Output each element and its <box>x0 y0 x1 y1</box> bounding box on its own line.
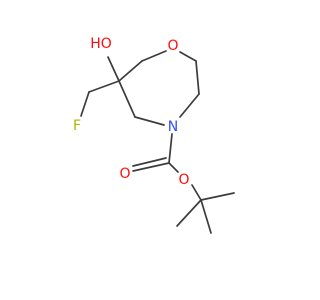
bond-ch2-f <box>80 91 90 117</box>
bond-c5-c6 <box>118 80 136 118</box>
bonds <box>80 50 235 234</box>
bond-c6-c7 <box>118 60 143 82</box>
bond-c2-c3 <box>195 60 200 95</box>
bond-o3-ct <box>191 184 202 201</box>
molecule-structure: HO F O N O O <box>73 36 235 234</box>
bond-ct-me3 <box>200 199 212 234</box>
atom-carbonyl-oxygen-label: O <box>119 166 130 182</box>
atom-fluorine-label: F <box>73 118 81 134</box>
bond-c3-n <box>179 93 200 118</box>
atom-hydroxyl-label: HO <box>90 36 112 52</box>
atom-ester-oxygen-label: O <box>178 172 189 188</box>
bond-ct-me2 <box>200 192 235 201</box>
atom-labels: HO F O N O O <box>73 36 190 188</box>
atom-nitrogen-label: N <box>168 119 178 135</box>
bond-cc-o2-a <box>132 162 170 172</box>
bond-cc-o2-b <box>132 157 167 167</box>
bond-o1-c2 <box>179 51 197 62</box>
bond-n-cc <box>168 133 173 164</box>
bond-c6-oh <box>107 56 120 82</box>
bond-ct-me1 <box>176 199 202 227</box>
bond-cc-o3 <box>168 162 179 173</box>
bond-c7-o1 <box>141 50 167 62</box>
atom-ring-oxygen-label: O <box>167 38 178 54</box>
bond-n-c5 <box>134 116 165 126</box>
bond-c6-ch2 <box>88 80 120 93</box>
